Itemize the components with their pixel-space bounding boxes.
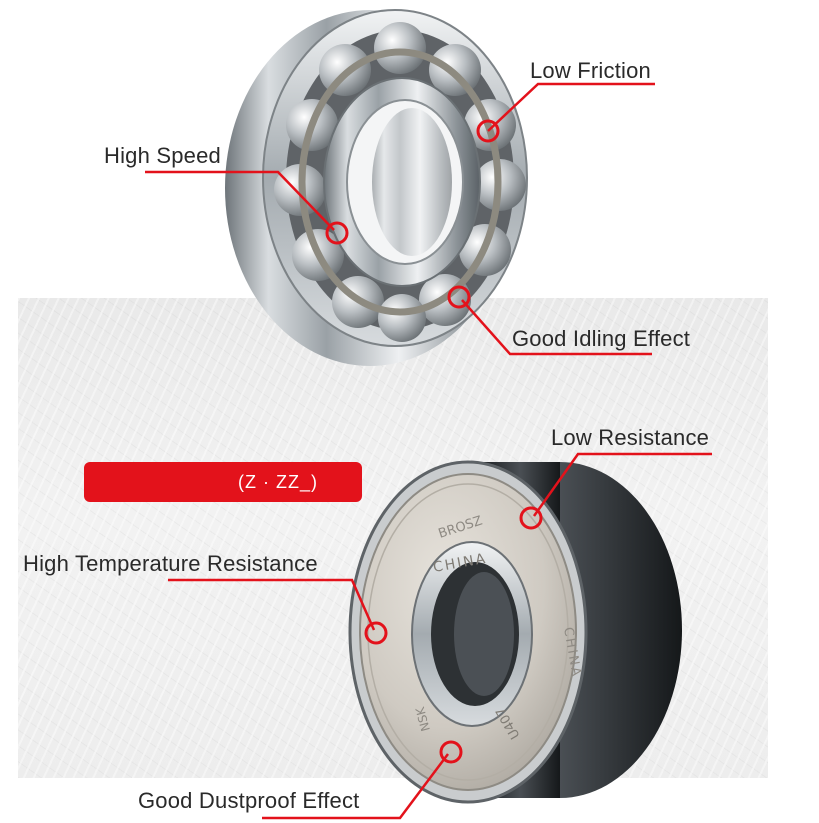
- callout-line-dustproof: [262, 753, 449, 820]
- callout-line-good-idling: [461, 299, 652, 356]
- callout-marker-high-speed: [325, 221, 349, 245]
- ball-cage: [298, 48, 502, 316]
- callout-line-low-friction: [487, 82, 655, 132]
- badge-text: (Z · ZZ_): [238, 471, 318, 492]
- shielded-ball-bearing: BROSZ CHINA CHINA U407 NSK: [348, 460, 682, 804]
- label-good-dustproof: Good Dustproof Effect: [138, 788, 360, 813]
- callout-line-high-speed: [145, 170, 335, 231]
- callout-lines: [145, 82, 712, 820]
- callout-marker-good-idling: [447, 285, 471, 309]
- open-ball-bearing: [225, 9, 528, 366]
- callout-marker-high-temp: [364, 621, 388, 645]
- shield-mark-bottom-left: NSK: [413, 705, 433, 733]
- label-good-idling: Good Idling Effect: [512, 326, 691, 351]
- label-high-temp: High Temperature Resistance: [23, 551, 318, 576]
- callout-markers: [325, 119, 543, 764]
- callout-line-high-temp: [168, 578, 376, 631]
- callout-marker-low-friction: [476, 119, 500, 143]
- label-low-friction: Low Friction: [530, 58, 651, 83]
- callout-marker-low-resistance: [519, 506, 543, 530]
- callout-marker-dustproof: [439, 740, 463, 764]
- label-high-speed: High Speed: [104, 143, 221, 168]
- label-low-resistance: Low Resistance: [551, 425, 710, 450]
- shield-type-badge: (Z · ZZ_): [84, 462, 362, 502]
- callout-line-low-resistance: [532, 452, 712, 517]
